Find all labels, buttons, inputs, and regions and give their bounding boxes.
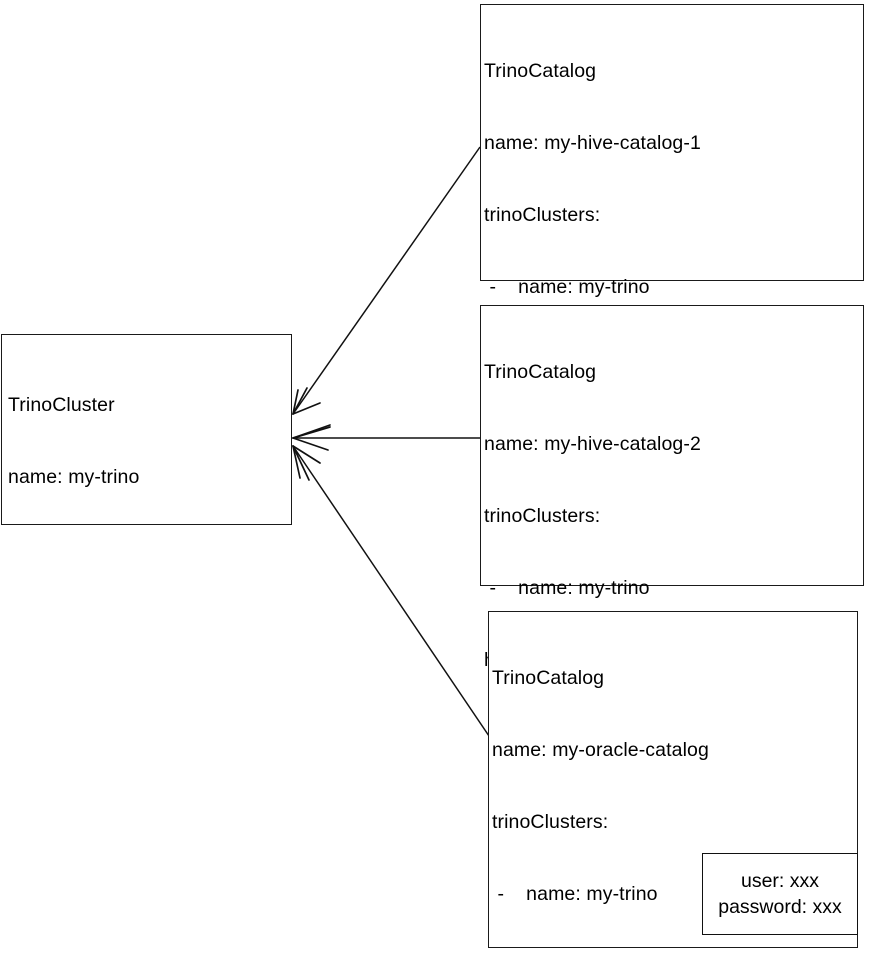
- cluster-line-0: TrinoCluster: [8, 394, 115, 416]
- catalog3-line-3: - name: my-trino: [492, 883, 658, 905]
- catalog1-line-0: TrinoCatalog: [484, 60, 597, 82]
- trino-catalog-3-text: TrinoCatalog name: my-oracle-catalog tri…: [492, 618, 831, 954]
- catalog2-line-0: TrinoCatalog: [484, 361, 597, 383]
- catalog1-line-3: - name: my-trino: [484, 276, 650, 298]
- oracle-credentials-secret-box[interactable]: user: xxx password: xxx: [702, 853, 858, 935]
- catalog3-line-1: name: my-oracle-catalog: [492, 739, 709, 761]
- cluster-line-1: name: my-trino: [8, 466, 140, 488]
- trino-cluster-text: TrinoCluster name: my-trino: [8, 345, 139, 537]
- catalog2-line-3: - name: my-trino: [484, 577, 650, 599]
- trino-cluster-box[interactable]: TrinoCluster name: my-trino: [1, 334, 292, 525]
- catalog1-line-1: name: my-hive-catalog-1: [484, 132, 701, 154]
- catalog1-line-2: trinoClusters:: [484, 204, 601, 226]
- edge-catalog-1-to-cluster: [292, 146, 481, 415]
- catalog3-line-2: trinoClusters:: [492, 811, 609, 833]
- trino-catalog-box-2[interactable]: TrinoCatalog name: my-hive-catalog-2 tri…: [480, 305, 864, 887]
- secret-line-1: password: xxx: [718, 896, 842, 918]
- edge-catalog-2-to-cluster: [292, 424, 480, 451]
- catalog2-line-1: name: my-hive-catalog-2: [484, 433, 701, 455]
- trino-catalog-box-1[interactable]: TrinoCatalog name: my-hive-catalog-1 tri…: [480, 4, 864, 658]
- catalog3-line-0: TrinoCatalog: [492, 667, 605, 689]
- secret-line-0: user: xxx: [740, 870, 820, 892]
- edge-catalog-3-to-cluster: [292, 445, 490, 737]
- catalog2-line-2: trinoClusters:: [484, 505, 601, 527]
